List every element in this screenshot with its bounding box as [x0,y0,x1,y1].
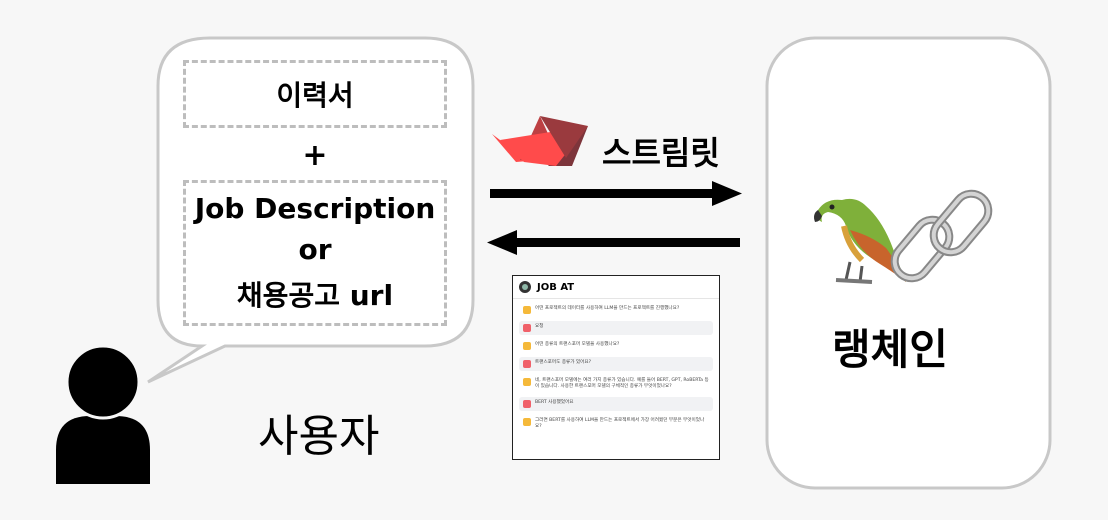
bot-avatar-icon [523,342,531,350]
chain-link-icon [890,189,993,283]
chat-app-screenshot: JOB AT 어떤 프로젝트의 데이터를 사용하여 LLM을 만드는 프로젝트를… [512,275,720,460]
langchain-label: 랭체인 [832,325,948,374]
message-text: 어떤 프로젝트의 데이터를 사용하여 LLM을 만드는 프로젝트를 진행했나요? [535,306,680,311]
streamlit-label: 스트림릿 [602,134,720,172]
user-speech-bubble [147,36,475,384]
response-arrow [487,230,740,255]
chat-header: JOB AT [513,276,719,299]
app-logo-icon [519,281,531,293]
chat-message-bot: 어떤 프로젝트의 데이터를 사용하여 LLM을 만드는 프로젝트를 진행했나요? [519,303,713,317]
bot-avatar-icon [523,418,531,426]
chat-message-user: 트랜스포머도 종류가 있어요? [519,357,713,371]
user-person-icon [56,344,150,484]
chat-message-user: BERT 사용했었어요 [519,397,713,411]
request-arrow [490,181,742,206]
message-text: 요청 [535,324,544,329]
plus-sign: + [302,138,328,173]
bot-avatar-icon [523,306,531,314]
parrot-icon [814,198,906,284]
user-avatar-icon [523,324,531,332]
job-description-label: Job Description [194,192,436,225]
message-text: 어떤 종류의 트랜스포머 모델을 사용했나요? [535,342,620,347]
chat-title: JOB AT [537,281,575,293]
or-label: or [298,233,332,266]
streamlit-logo-icon [492,116,588,166]
user-avatar-icon [523,360,531,368]
user-label: 사용자 [258,411,380,462]
user-avatar-icon [523,400,531,408]
bot-avatar-icon [523,378,531,386]
message-text: BERT 사용했었어요 [535,400,574,405]
posting-url-label: 채용공고 url [236,279,394,312]
resume-label: 이력서 [276,79,354,112]
chat-message-bot: 네, 트랜스포머 모델에는 여러 가지 종류가 있습니다. 예를 들어 BERT… [519,375,713,393]
langchain-box [765,36,1052,490]
resume-box: 이력서 [183,60,447,128]
chat-message-user: 요청 [519,321,713,335]
chat-message-bot: 어떤 종류의 트랜스포머 모델을 사용했나요? [519,339,713,353]
chat-message-bot: 그러면 BERT를 사용하여 LLM을 만드는 프로젝트에서 가장 어려웠던 부… [519,415,713,433]
message-text: 그러면 BERT를 사용하여 LLM을 만드는 프로젝트에서 가장 어려웠던 부… [535,418,705,429]
message-text: 네, 트랜스포머 모델에는 여러 가지 종류가 있습니다. 예를 들어 BERT… [535,378,709,389]
job-description-box: Job Description or 채용공고 url [183,180,447,326]
message-text: 트랜스포머도 종류가 있어요? [535,360,592,365]
